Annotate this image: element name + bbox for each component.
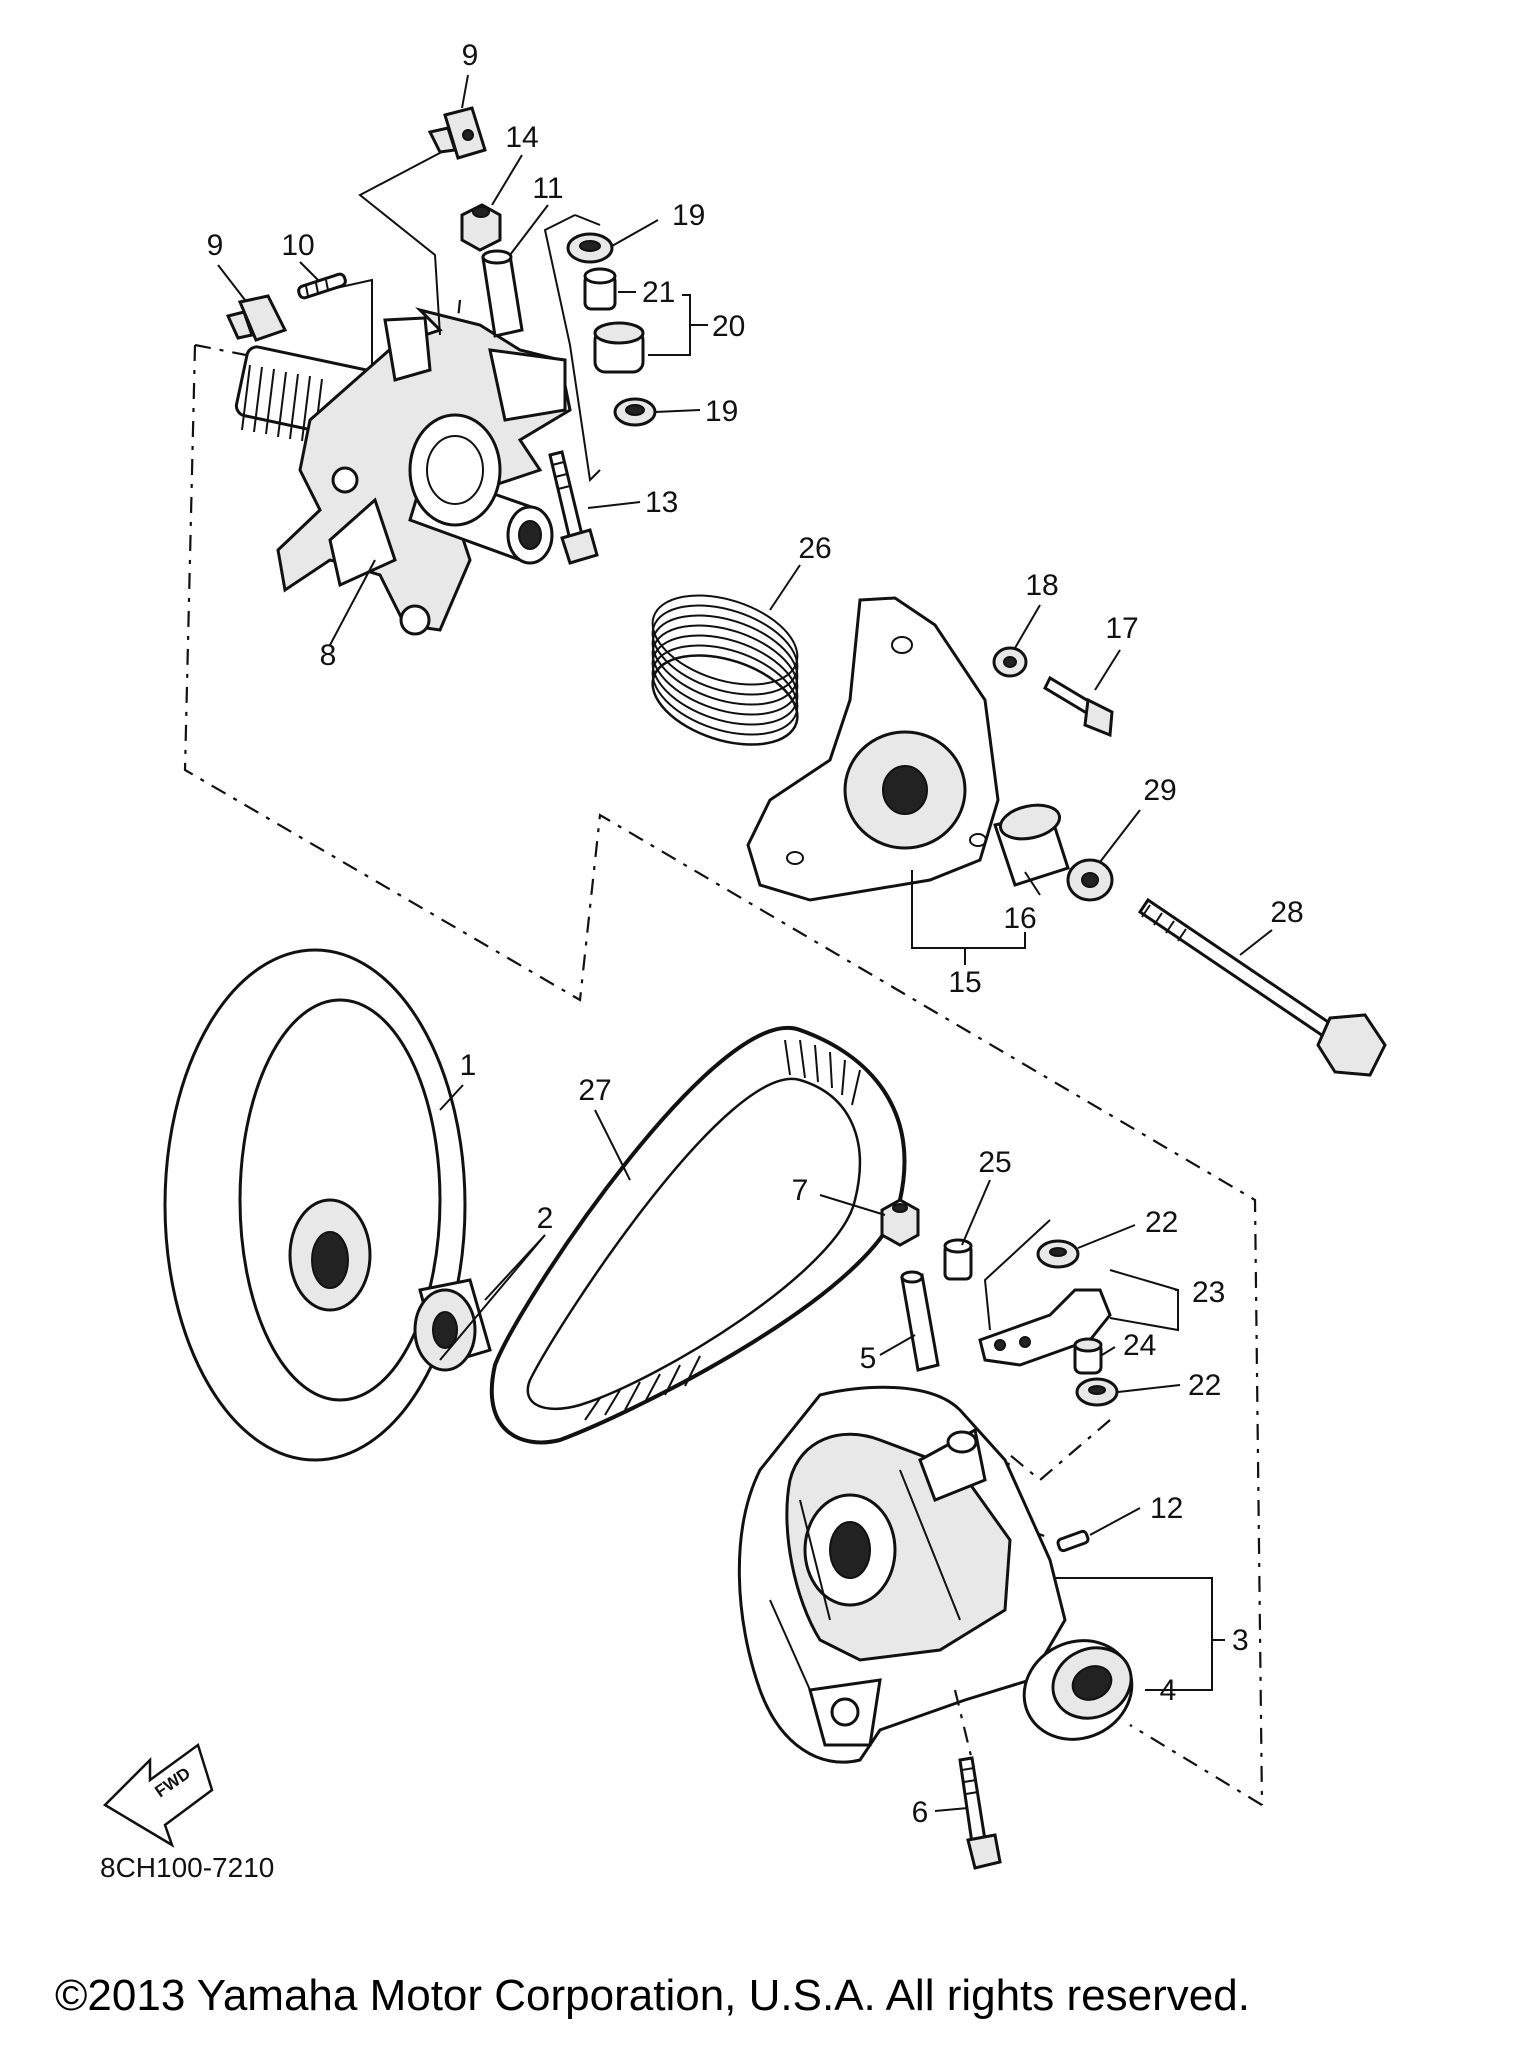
bearing-4 <box>1022 1639 1134 1741</box>
label-6: 6 <box>912 1796 929 1829</box>
pin-5 <box>900 1270 940 1372</box>
label-9-top: 9 <box>462 39 479 72</box>
clip-9-left <box>225 294 288 342</box>
housing-3 <box>737 1385 1067 1764</box>
label-13: 13 <box>645 486 678 519</box>
nut-14 <box>460 203 502 252</box>
label-11: 11 <box>532 172 563 205</box>
label-17: 17 <box>1105 612 1138 645</box>
label-21: 21 <box>642 276 675 309</box>
label-16: 16 <box>1003 902 1036 935</box>
bolt-28 <box>1137 897 1387 1077</box>
sleeve-11 <box>481 249 524 338</box>
leader-lines <box>217 74 1273 1812</box>
clip-9-top <box>427 106 487 160</box>
label-10: 10 <box>281 229 314 262</box>
label-26: 26 <box>798 532 831 565</box>
label-22-bottom: 22 <box>1188 1369 1221 1402</box>
leader-6-axis <box>953 1689 974 1761</box>
washer-22-bottom <box>1075 1377 1119 1407</box>
label-14: 14 <box>505 121 538 154</box>
nut-7 <box>880 1198 920 1247</box>
label-29: 29 <box>1143 774 1176 807</box>
bolt-13 <box>548 450 599 565</box>
label-9-left: 9 <box>207 229 224 262</box>
clip-9-top-hole <box>462 129 474 141</box>
label-15: 15 <box>948 966 981 999</box>
fwd-arrow-icon: FWD <box>102 1742 214 1848</box>
label-27: 27 <box>578 1074 611 1107</box>
copyright-notice: ©2013 Yamaha Motor Corporation, U.S.A. A… <box>55 1971 1250 2020</box>
label-20: 20 <box>712 310 745 343</box>
label-25: 25 <box>978 1146 1011 1179</box>
part-labels: 9 14 11 19 21 20 19 13 9 10 8 26 18 17 2… <box>207 39 1304 1829</box>
label-18: 18 <box>1025 569 1058 602</box>
label-5: 5 <box>860 1342 877 1375</box>
roller-20 <box>593 321 645 374</box>
cover-15 <box>746 596 1000 902</box>
label-23: 23 <box>1192 1276 1225 1309</box>
label-2: 2 <box>537 1202 554 1235</box>
bolt-6 <box>958 1756 1002 1870</box>
washer-18 <box>992 646 1028 678</box>
label-4: 4 <box>1160 1674 1177 1707</box>
bushing-16 <box>993 803 1070 887</box>
bolt-17 <box>1043 675 1114 738</box>
label-22-top: 22 <box>1145 1206 1178 1239</box>
screw-12 <box>1056 1529 1090 1553</box>
label-8: 8 <box>320 639 337 672</box>
leader-25-group <box>983 1219 1051 1331</box>
pin-25 <box>943 1238 973 1281</box>
collar-2 <box>413 1278 492 1372</box>
sheave-1 <box>163 948 467 1462</box>
washer-19-bottom <box>613 397 657 427</box>
pin-10 <box>297 272 347 300</box>
spider-hub <box>234 307 572 636</box>
washer-22-top <box>1036 1239 1080 1269</box>
label-12: 12 <box>1150 1492 1183 1525</box>
label-7: 7 <box>792 1174 809 1207</box>
roller-24 <box>1073 1337 1103 1375</box>
label-24: 24 <box>1123 1329 1156 1362</box>
belt-27 <box>489 1025 907 1445</box>
spring-26 <box>651 594 799 746</box>
label-19-bottom: 19 <box>705 395 738 428</box>
label-1: 1 <box>460 1049 477 1082</box>
label-28: 28 <box>1270 896 1303 929</box>
diagram-code: 8CH100-7210 <box>100 1852 274 1883</box>
washer-29 <box>1066 858 1114 902</box>
label-3: 3 <box>1232 1624 1249 1657</box>
label-19-top: 19 <box>672 199 705 232</box>
washer-19-top <box>566 232 614 264</box>
bushing-21 <box>583 267 617 311</box>
arm-23 <box>978 1288 1112 1367</box>
